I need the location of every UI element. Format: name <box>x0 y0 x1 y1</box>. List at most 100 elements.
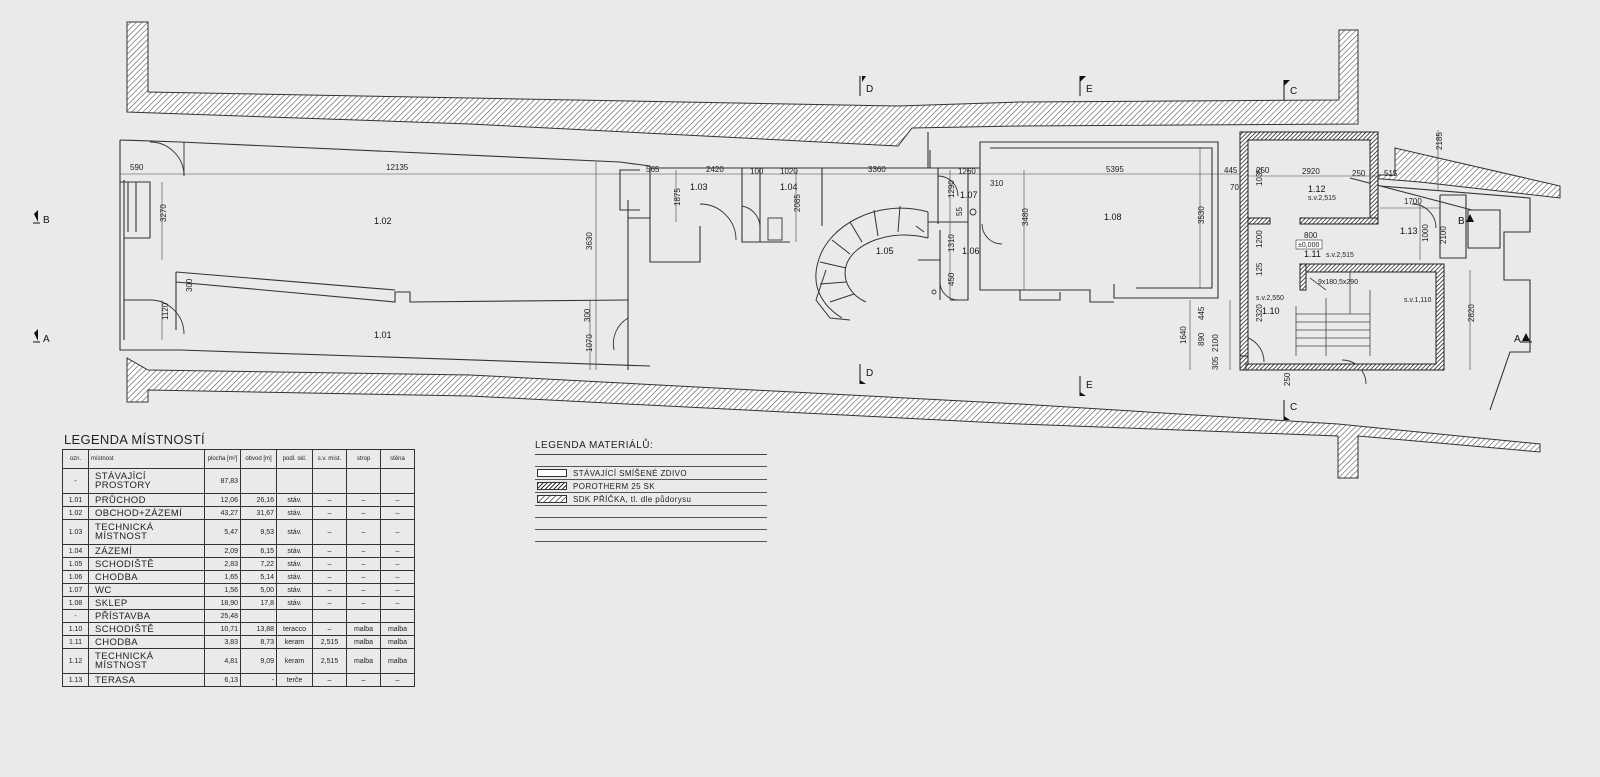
table-cell-height: – <box>312 622 347 636</box>
material-label: SDK PŘÍČKA, tl. dle půdorysu <box>573 494 692 504</box>
dimension-label: 250 <box>1352 169 1366 178</box>
dimension-label: 3360 <box>868 165 886 174</box>
straight-staircase <box>1295 272 1371 356</box>
table-cell-wall: malba <box>380 622 415 636</box>
table-cell-floor: keram <box>276 635 313 649</box>
section-mark-c-bottom: C <box>1283 400 1297 420</box>
section-letter: C <box>1290 402 1297 413</box>
dimension-label: 3270 <box>159 204 168 222</box>
room-label: 1.12 <box>1308 184 1326 194</box>
dimension-label: 2420 <box>706 165 724 174</box>
table-cell-floor: stáv. <box>276 506 313 520</box>
table-cell-area: 18,90 <box>204 596 241 610</box>
dimension-label: 1875 <box>673 188 682 206</box>
dimension-label: 2820 <box>1467 304 1476 322</box>
elevation-label: s.v.1,110 <box>1404 297 1431 304</box>
dimension-label: 125 <box>1255 262 1264 276</box>
table-cell-perim: 6,15 <box>240 544 277 558</box>
existing-walls <box>119 132 1531 411</box>
table-cell-height <box>312 468 347 494</box>
dimension-label: 1035 <box>1255 168 1264 186</box>
dimension-label: 1700 <box>1404 197 1422 206</box>
dimension-label: 310 <box>990 179 1004 188</box>
section-letter: E <box>1086 84 1093 95</box>
material-row: SDK PŘÍČKA, tl. dle půdorysu <box>535 493 767 506</box>
table-cell-id: 1.12 <box>62 648 89 674</box>
stair-note: 9x180,5x290 <box>1318 279 1358 286</box>
col-header: stěna <box>380 449 415 469</box>
dimension-label: 3530 <box>1197 206 1206 224</box>
table-cell-id: 1.06 <box>62 570 89 584</box>
section-letter: B <box>1458 216 1465 227</box>
dimension-label: 445 <box>1197 306 1206 320</box>
dimension-label: 1260 <box>958 167 976 176</box>
section-mark-b-left: B <box>33 210 50 226</box>
table-cell-id: 1.10 <box>62 622 89 636</box>
table-cell-wall: – <box>380 570 415 584</box>
table-cell-name: PŘÍSTAVBA <box>88 609 205 623</box>
bottom-boundary-wall <box>126 357 1541 479</box>
table-cell-name: OBCHOD+ZÁZEMÍ <box>88 506 205 520</box>
section-mark-c-top: C <box>1283 80 1297 100</box>
dimension-label: 300 <box>583 308 592 322</box>
table-cell-ceiling: – <box>346 596 381 610</box>
material-label: STÁVAJÍCÍ SMÍŠENÉ ZDIVO <box>573 468 687 478</box>
table-cell-id: 1.13 <box>62 673 89 687</box>
col-header: ozn. <box>62 449 89 469</box>
room-label: 1.11 <box>1304 249 1321 259</box>
rooms-legend-title: LEGENDA MÍSTNOSTÍ <box>64 432 205 447</box>
table-header-row: ozn. místnost plocha [m²] obvod [m] podl… <box>62 449 415 469</box>
table-cell-id: 1.03 <box>62 519 89 545</box>
material-row: POROTHERM 25 SK <box>535 480 767 493</box>
room-label: 1.06 <box>962 246 980 256</box>
table-cell-id: 1.11 <box>62 635 89 649</box>
table-cell-floor: keram <box>276 648 313 674</box>
room-label: 1.08 <box>1104 212 1122 222</box>
table-cell-name: CHODBA <box>88 635 205 649</box>
dimension-label: 800 <box>1304 231 1318 240</box>
legend-spacer <box>535 530 767 542</box>
section-mark-d-top: D <box>859 76 873 96</box>
table-cell-floor: stáv. <box>276 519 313 545</box>
section-mark-a-left: A <box>33 329 50 345</box>
col-header: podl. skl. <box>276 449 313 469</box>
dimension-label: 2100 <box>1211 334 1220 352</box>
table-cell-ceiling: – <box>346 557 381 571</box>
material-label: POROTHERM 25 SK <box>573 481 656 491</box>
table-cell-ceiling: – <box>346 673 381 687</box>
dimension-label: 1070 <box>585 334 594 352</box>
legend-spacer <box>535 455 767 467</box>
room-label: 1.05 <box>876 246 894 256</box>
table-cell-height: – <box>312 596 347 610</box>
table-cell-area: 4,81 <box>204 648 241 674</box>
section-mark-e-bottom: E <box>1079 376 1093 396</box>
table-cell-floor: teracco <box>276 622 313 636</box>
room-label: 1.13 <box>1400 226 1418 236</box>
dimension-label: 3480 <box>1021 208 1030 226</box>
table-cell-ceiling: malba <box>346 635 381 649</box>
dimension-label: 1020 <box>780 167 798 176</box>
room-label: 1.07 <box>960 190 978 200</box>
table-cell-wall: – <box>380 519 415 545</box>
table-cell-floor: stáv. <box>276 596 313 610</box>
table-cell-perim: 31,67 <box>240 506 277 520</box>
table-cell-name: ZÁZEMÍ <box>88 544 205 558</box>
table-cell-perim: 5,00 <box>240 583 277 597</box>
dimension-label: 1290 <box>947 180 956 198</box>
extension-walls <box>1239 131 1445 371</box>
room-label: 1.01 <box>374 330 392 340</box>
table-cell-wall: malba <box>380 648 415 674</box>
table-cell-wall: – <box>380 673 415 687</box>
table-cell-name: CHODBA <box>88 570 205 584</box>
dimension-label: 12135 <box>386 163 409 172</box>
legend-spacer <box>535 506 767 518</box>
col-header: plocha [m²] <box>204 449 241 469</box>
col-header: místnost <box>88 449 205 469</box>
table-cell-name: WC <box>88 583 205 597</box>
table-cell-perim: - <box>240 673 277 687</box>
table-cell-ceiling <box>346 609 381 623</box>
dimension-label: 2085 <box>793 194 802 212</box>
materials-legend: LEGENDA MATERIÁLŮ: STÁVAJÍCÍ SMÍŠENÉ ZDI… <box>535 440 767 542</box>
